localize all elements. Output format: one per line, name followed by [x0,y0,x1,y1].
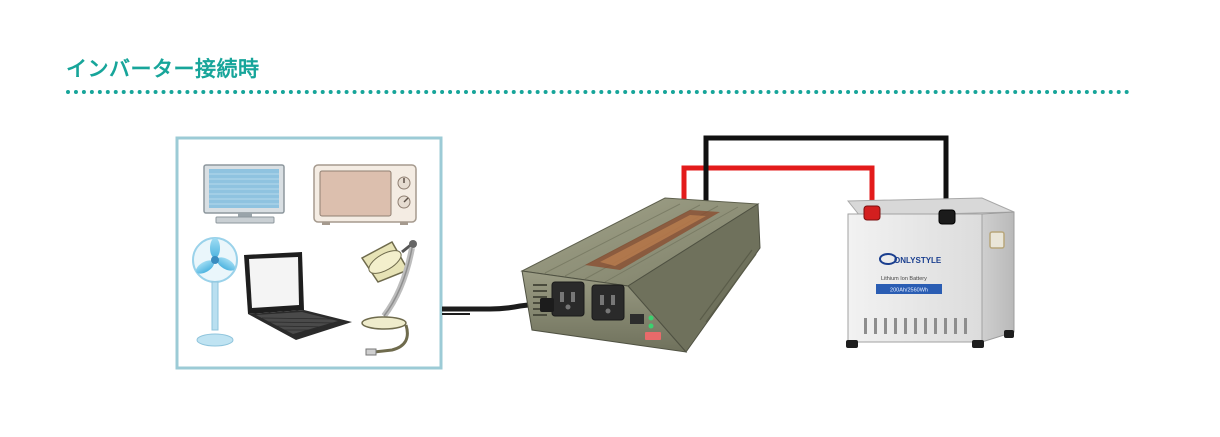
ac-cable [442,300,546,312]
positive-cable [681,165,875,208]
negative-cable [703,135,949,214]
ac-outlet-icon [591,284,625,321]
battery-capacity-label: 200Ah/2560Wh [890,288,928,294]
battery-icon: ONLYSTYLE Lithium Ion Battery 200Ah/2560… [846,197,1015,348]
laptop-icon [244,252,352,340]
appliances-panel [175,136,443,370]
battery-brand: ONLYSTYLE [894,256,942,265]
desk-lamp-icon [360,240,417,356]
fan-icon [192,237,238,347]
section-title: インバーター接続時 [66,57,260,81]
dotted-divider [66,90,1130,94]
inverter-icon [520,197,761,353]
brand-logo-icon [879,253,897,265]
ac-outlet-icon [551,281,585,317]
battery-model-label: Lithium Ion Battery [881,276,927,282]
microwave-icon [313,164,417,225]
tv-icon [203,164,285,224]
